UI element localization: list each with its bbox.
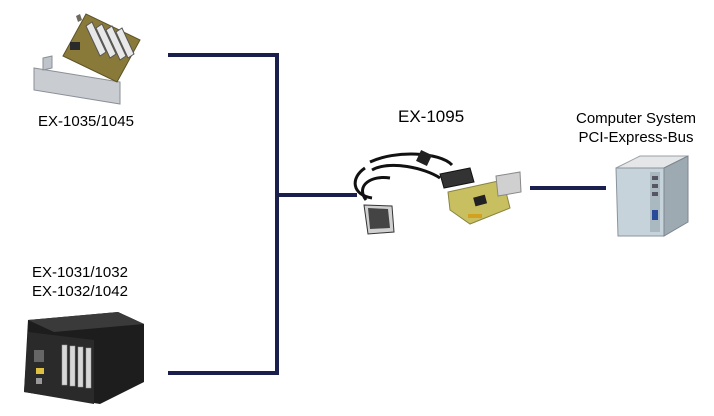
ex-1095-card-image	[353, 150, 522, 235]
label-ex-1031-1032: EX-1031/1032 EX-1032/1042	[32, 263, 128, 301]
label-line: PCI-Express-Bus	[578, 129, 694, 146]
label-line: EX-1095	[398, 107, 465, 126]
connection-lines	[168, 53, 606, 375]
expansion-chassis-image	[24, 312, 144, 404]
label-ex-1095: EX-1095	[398, 107, 464, 126]
label-computer-system: Computer System PCI-Express-Bus	[576, 109, 696, 147]
computer-tower-image	[615, 155, 689, 237]
label-line: Computer System	[576, 110, 697, 127]
line-top-device	[168, 53, 279, 375]
label-line: EX-1031/1032	[32, 264, 128, 281]
label-line: EX-1035/1045	[38, 113, 134, 130]
label-ex-1035-1045: EX-1035/1045	[38, 112, 134, 131]
backplane-card-image	[33, 13, 141, 105]
label-line: EX-1032/1042	[32, 283, 128, 300]
